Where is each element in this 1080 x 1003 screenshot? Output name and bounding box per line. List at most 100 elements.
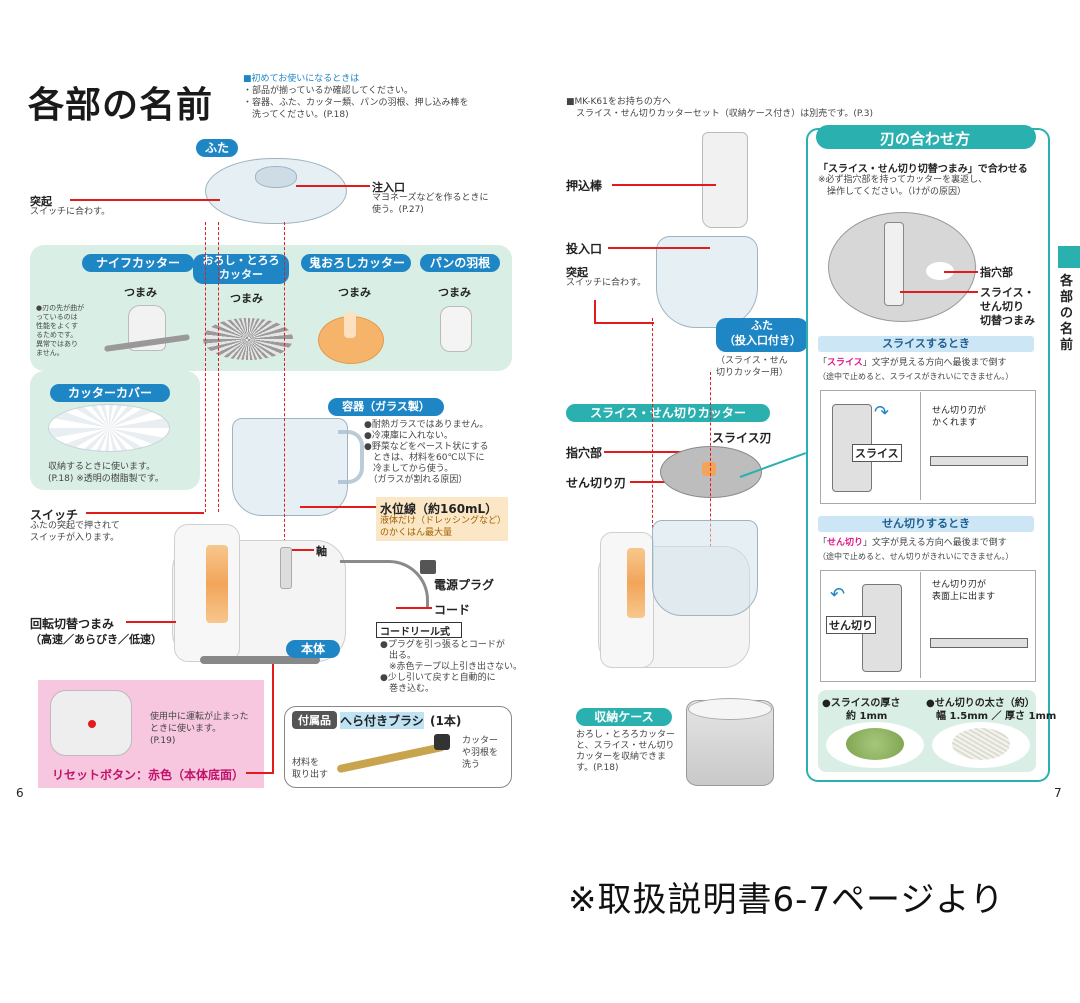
knob-label: つまみ [438,286,471,299]
side-tab-label: 各部の名前 [1060,274,1074,353]
body-label: 本体 [286,640,340,658]
julienne-caption-2: 表面上に出ます [932,592,996,602]
container-handle [338,430,364,484]
knife-note-line: 異常ではあり [36,340,78,348]
leader-line [126,621,176,623]
cord-label: コード [434,603,471,617]
brush-head [434,734,450,750]
plunger-illustration [702,132,748,228]
shaft-label: 軸 [316,545,327,558]
blade-line-3: 操作してください。（けがの原因） [818,187,966,197]
chute-lid-illustration [656,236,758,328]
accessory-panel [284,706,512,788]
leader-line [944,271,978,273]
guide-dashed [284,222,285,542]
container-note: ●冷凍庫に入れない。 [364,431,453,441]
page-number-left: 6 [16,786,24,800]
container-note: （ガラスが割れる原因） [364,475,468,485]
slice-text-2: （途中で止めると、スライスがきれいにできません。） [818,372,1014,381]
reel-note: ※赤色テープ以上引き出さない。 [380,662,523,672]
pan-blade-illustration [440,306,472,352]
knob-callout-3: 切替つまみ [980,314,1035,327]
right-tokki-title: 突起 [566,266,588,279]
blade-panel-title: 刃の合わせ方 [880,130,971,148]
cutter-name-knife: ナイフカッター [82,254,194,272]
julienne-width-value: 幅 1.5mm ／ 厚さ 1mm [936,711,1057,722]
cutter-name-pan: パンの羽根 [420,254,500,272]
blade-line-2: ※必ず指穴部を持ってカッターを裏返し、 [818,175,988,185]
right-intro-1: ■MK-K61をお持ちの方へ [566,97,671,107]
leader-line [70,199,220,201]
right-intro-2: スライス・せん切りカッターセット（収納ケース付き）は別売です。(P.3) [576,109,874,119]
leader-line [594,300,596,322]
julienne-arrow-icon: ↶ [830,584,846,605]
right-control-strip [627,548,645,618]
reset-title: リセットボタン：赤色（本体底面） [52,768,245,782]
cover-illustration [48,404,170,452]
intro-line-1: ・部品が揃っているか確認してください。 [243,86,414,96]
tokki-desc: スイッチに合わす。 [30,207,111,217]
slice-caption-1: せん切り刃が [932,406,987,416]
oroshi-cutter-illustration [203,318,293,360]
julienne-section-header: せん切りするとき [818,516,1034,532]
container-notes: ●耐熱ガラスではありません。 ●冷凍庫に入れない。 ●野菜などをペースト状にする… [364,420,489,486]
slice-knob-word: スライス [852,444,902,462]
julienne-diagram-divider [920,572,921,678]
chunyu-desc-2: 使う。(P.27) [372,205,424,215]
slice-thickness-value: 約 1mm [846,711,888,722]
water-level-desc-1: 液体だけ（ドレッシングなど） [380,516,507,526]
knife-note: ●刃の先が曲が っているのは 性能をよくす るためです。 異常ではあり ません。 [36,304,98,358]
reset-button-dot [88,720,96,728]
guide-dashed [710,372,711,562]
case-note: す。(P.18) [576,763,619,773]
accessory-tag: 付属品 [292,711,337,729]
julienne-text-highlight: せん切り [827,538,864,548]
leader-line [604,451,686,453]
disc-back-knob [884,222,904,306]
finger-hole-label: 指穴部 [566,446,603,460]
accessory-right-1: カッター [462,736,499,746]
reel-note: 出る。 [380,651,417,661]
knob-callout-2: せん切り [980,300,1024,313]
plunger-label: 押込棒 [566,179,603,193]
slice-diagram-divider [920,392,921,500]
cutter-name-oroshi: おろし・とろろ カッター [193,254,289,284]
reset-desc-1: 使用中に運転が止まった [150,712,249,722]
side-tab-bar [1058,246,1080,268]
cord-reel-box [376,622,462,638]
julienne-caption-1: せん切り刃が [932,580,987,590]
reel-note: ●少し引いて戻すと自動的に [380,673,496,683]
intro-line-2: ・容器、ふた、カッター類、パンの羽根、押し込み棒を [243,98,469,108]
water-level-box [376,497,508,541]
cord-reel-title: コードリール式 [380,627,450,638]
slice-blade-label: スライス刃 [712,431,772,445]
slice-blade-side [930,456,1028,466]
julienne-text-rest: 」文字が見える方向へ最後まで倒す [863,538,1007,548]
leader-line [612,184,716,186]
plug-illustration [420,560,436,574]
julienne-knob-word: せん切り [826,616,876,634]
reset-desc-2: ときに使います。 [150,724,222,734]
julienne-photo-food [952,728,1010,760]
knife-note-line: っているのは [36,313,78,321]
slice-text-rest: 」文字が見える方向へ最後まで倒す [862,358,1007,368]
knob-callout-1: スライス・ [980,286,1035,299]
slice-arrow-icon: ↷ [874,402,890,423]
futa-chute-line-1: ふた [751,319,773,332]
storage-case-rim [688,698,772,720]
oni-cutter-center [344,312,356,338]
disc-back-hole [926,262,954,280]
reel-note: ●プラグを引っ張るとコードが [380,640,505,650]
page-number-right: 7 [1054,786,1062,800]
guide-dashed [205,222,206,512]
case-note: おろし・とろろカッター [576,730,676,740]
page-title: 各部の名前 [28,85,214,126]
cord-illustration [340,560,429,609]
julienne-width-title: ●せん切りの太さ（約） [926,698,1035,709]
knife-note-line: 性能をよくす [36,322,78,330]
knob-label: つまみ [230,292,263,305]
reset-desc-3: (P.19) [150,736,176,746]
container-note: 冷ましてから使う。 [364,464,454,474]
slice-disc-center [702,462,716,476]
futa-label: ふた [196,139,238,157]
